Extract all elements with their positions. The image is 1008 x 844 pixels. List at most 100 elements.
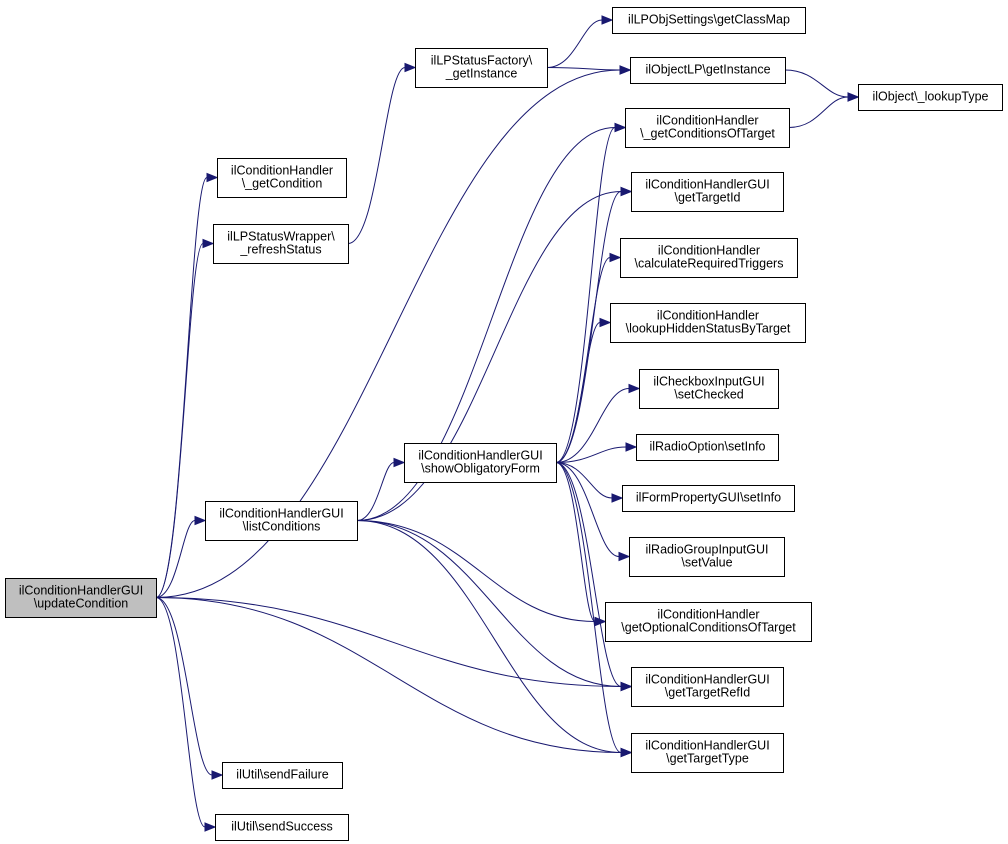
edge-update-condition-to-send-failure: [155, 597, 224, 780]
node-label-line: ilUtil\sendFailure: [236, 768, 328, 782]
node-box: [605, 602, 812, 642]
node-set-value[interactable]: ilRadioGroupInputGUI\setValue: [629, 537, 785, 577]
edge-arrowhead: [393, 457, 406, 468]
edge-show-obligatory-to-lookup-hidden: [555, 317, 612, 463]
edge-line: [356, 520, 622, 753]
node-send-success[interactable]: ilUtil\sendSuccess: [215, 814, 349, 841]
node-get-target-type[interactable]: ilConditionHandlerGUI\getTargetType: [631, 733, 784, 773]
node-get-target-id[interactable]: ilConditionHandlerGUI\getTargetId: [631, 172, 784, 212]
node-label-line: ilObject\_lookupType: [872, 90, 988, 104]
node-lookup-hidden[interactable]: ilConditionHandler\lookupHiddenStatusByT…: [610, 303, 806, 343]
edge-line: [155, 597, 213, 776]
edge-line: [155, 243, 204, 598]
node-label-line: ilFormPropertyGUI\setInfo: [636, 491, 781, 505]
edge-line: [356, 520, 622, 687]
node-label-line: ilConditionHandlerGUI: [219, 507, 343, 521]
edge-list-conditions-to-get-target-type: [356, 520, 633, 758]
edge-line: [784, 69, 849, 98]
node-box: [631, 733, 784, 773]
edge-line: [347, 67, 406, 244]
node-box: [631, 667, 784, 707]
edge-refresh-status-to-lp-factory: [347, 62, 417, 244]
edge-show-obligatory-to-get-target-ref-id: [555, 462, 633, 692]
node-set-info-form[interactable]: ilFormPropertyGUI\setInfo: [622, 485, 795, 512]
edge-line: [555, 462, 620, 557]
edge-line: [555, 462, 613, 499]
node-get-condition[interactable]: ilConditionHandler\_getCondition: [217, 158, 347, 198]
edge-obj-lpget-instance-to-lookup-type: [784, 69, 860, 102]
node-list-conditions[interactable]: ilConditionHandlerGUI\listConditions: [205, 501, 358, 541]
node-label-line: ilLPStatusWrapper\: [227, 230, 335, 244]
edge-arrowhead: [194, 515, 207, 526]
node-obj-lpget-instance[interactable]: ilObjectLP\getInstance: [630, 57, 786, 84]
node-label-line: ilConditionHandlerGUI: [645, 673, 769, 687]
node-get-optional[interactable]: ilConditionHandler\getOptionalConditions…: [605, 602, 812, 642]
node-label-line: \showObligatoryForm: [421, 462, 540, 476]
node-label-line: \_getConditionsOfTarget: [640, 127, 775, 141]
node-label-line: \getOptionalConditionsOfTarget: [621, 621, 796, 635]
node-label-line: ilConditionHandler: [657, 309, 759, 323]
edge-list-conditions-to-show-obligatory: [356, 457, 406, 521]
edge-lp-factory-to-obj-lpget-instance: [546, 65, 632, 75]
node-label-line: ilUtil\sendSuccess: [231, 820, 332, 834]
edge-get-cond-of-target-to-lookup-type: [788, 92, 860, 128]
edge-show-obligatory-to-get-cond-of-target: [555, 122, 627, 463]
node-set-checked[interactable]: ilCheckboxInputGUI\setChecked: [639, 369, 779, 409]
edge-line: [356, 520, 596, 622]
edge-arrowhead: [620, 747, 633, 758]
node-label-line: \setChecked: [674, 388, 744, 402]
node-get-class-map[interactable]: ilLPObjSettings\getClassMap: [612, 7, 806, 34]
node-label-line: \getTargetType: [666, 752, 749, 766]
edge-arrowhead: [628, 383, 641, 394]
node-box: [404, 443, 557, 483]
node-box: [639, 369, 779, 409]
edge-line: [155, 177, 208, 598]
edge-arrowhead: [599, 317, 612, 328]
node-label-line: \updateCondition: [34, 597, 129, 611]
node-label-line: ilLPStatusFactory\: [431, 54, 533, 68]
node-lp-factory[interactable]: ilLPStatusFactory\_getInstance: [415, 48, 548, 88]
edge-line: [546, 67, 621, 71]
edge-arrowhead: [618, 551, 631, 562]
node-set-info-radio[interactable]: ilRadioOption\setInfo: [636, 434, 779, 461]
node-box: [217, 158, 347, 198]
node-label-line: ilConditionHandlerGUI: [418, 449, 542, 463]
node-label-line: ilRadioGroupInputGUI: [646, 543, 769, 557]
node-refresh-status[interactable]: ilLPStatusWrapper\_refreshStatus: [213, 224, 349, 264]
edge-show-obligatory-to-set-info-radio: [555, 442, 638, 463]
edge-arrowhead: [620, 186, 633, 197]
node-label-line: \listConditions: [243, 520, 321, 534]
node-box: [630, 57, 786, 84]
node-label-line: ilCheckboxInputGUI: [653, 375, 764, 389]
edge-show-obligatory-to-get-target-type: [555, 462, 633, 758]
edge-list-conditions-to-get-target-ref-id: [356, 520, 633, 692]
edge-list-conditions-to-get-optional: [356, 520, 607, 627]
edge-arrowhead: [625, 442, 638, 452]
node-send-failure[interactable]: ilUtil\sendFailure: [222, 762, 343, 789]
node-show-obligatory[interactable]: ilConditionHandlerGUI\showObligatoryForm: [404, 443, 557, 483]
nodes-layer: ilConditionHandlerGUI\updateConditionilC…: [5, 7, 1003, 841]
node-label-line: _refreshStatus: [239, 243, 321, 257]
edge-arrowhead: [204, 822, 217, 832]
node-label-line: \getTargetRefId: [665, 686, 751, 700]
edge-show-obligatory-to-set-checked: [555, 383, 641, 463]
node-lookup-type[interactable]: ilObject\_lookupType: [858, 84, 1003, 111]
node-box: [215, 814, 349, 841]
edge-line: [356, 191, 622, 521]
node-label-line: \lookupHiddenStatusByTarget: [626, 322, 791, 336]
node-label-line: ilConditionHandlerGUI: [645, 739, 769, 753]
node-box: [213, 224, 349, 264]
edge-line: [155, 597, 622, 753]
edge-arrowhead: [847, 92, 860, 102]
edge-line: [155, 69, 621, 598]
edge-line: [546, 19, 603, 68]
node-box: [636, 434, 779, 461]
node-box: [5, 578, 157, 618]
edge-line: [555, 127, 616, 463]
node-box: [625, 108, 790, 148]
node-get-cond-of-target[interactable]: ilConditionHandler\_getConditionsOfTarge…: [625, 108, 790, 148]
node-calc-req[interactable]: ilConditionHandler\calculateRequiredTrig…: [620, 238, 798, 278]
node-get-target-ref-id[interactable]: ilConditionHandlerGUI\getTargetRefId: [631, 667, 784, 707]
node-update-condition[interactable]: ilConditionHandlerGUI\updateCondition: [5, 578, 157, 618]
